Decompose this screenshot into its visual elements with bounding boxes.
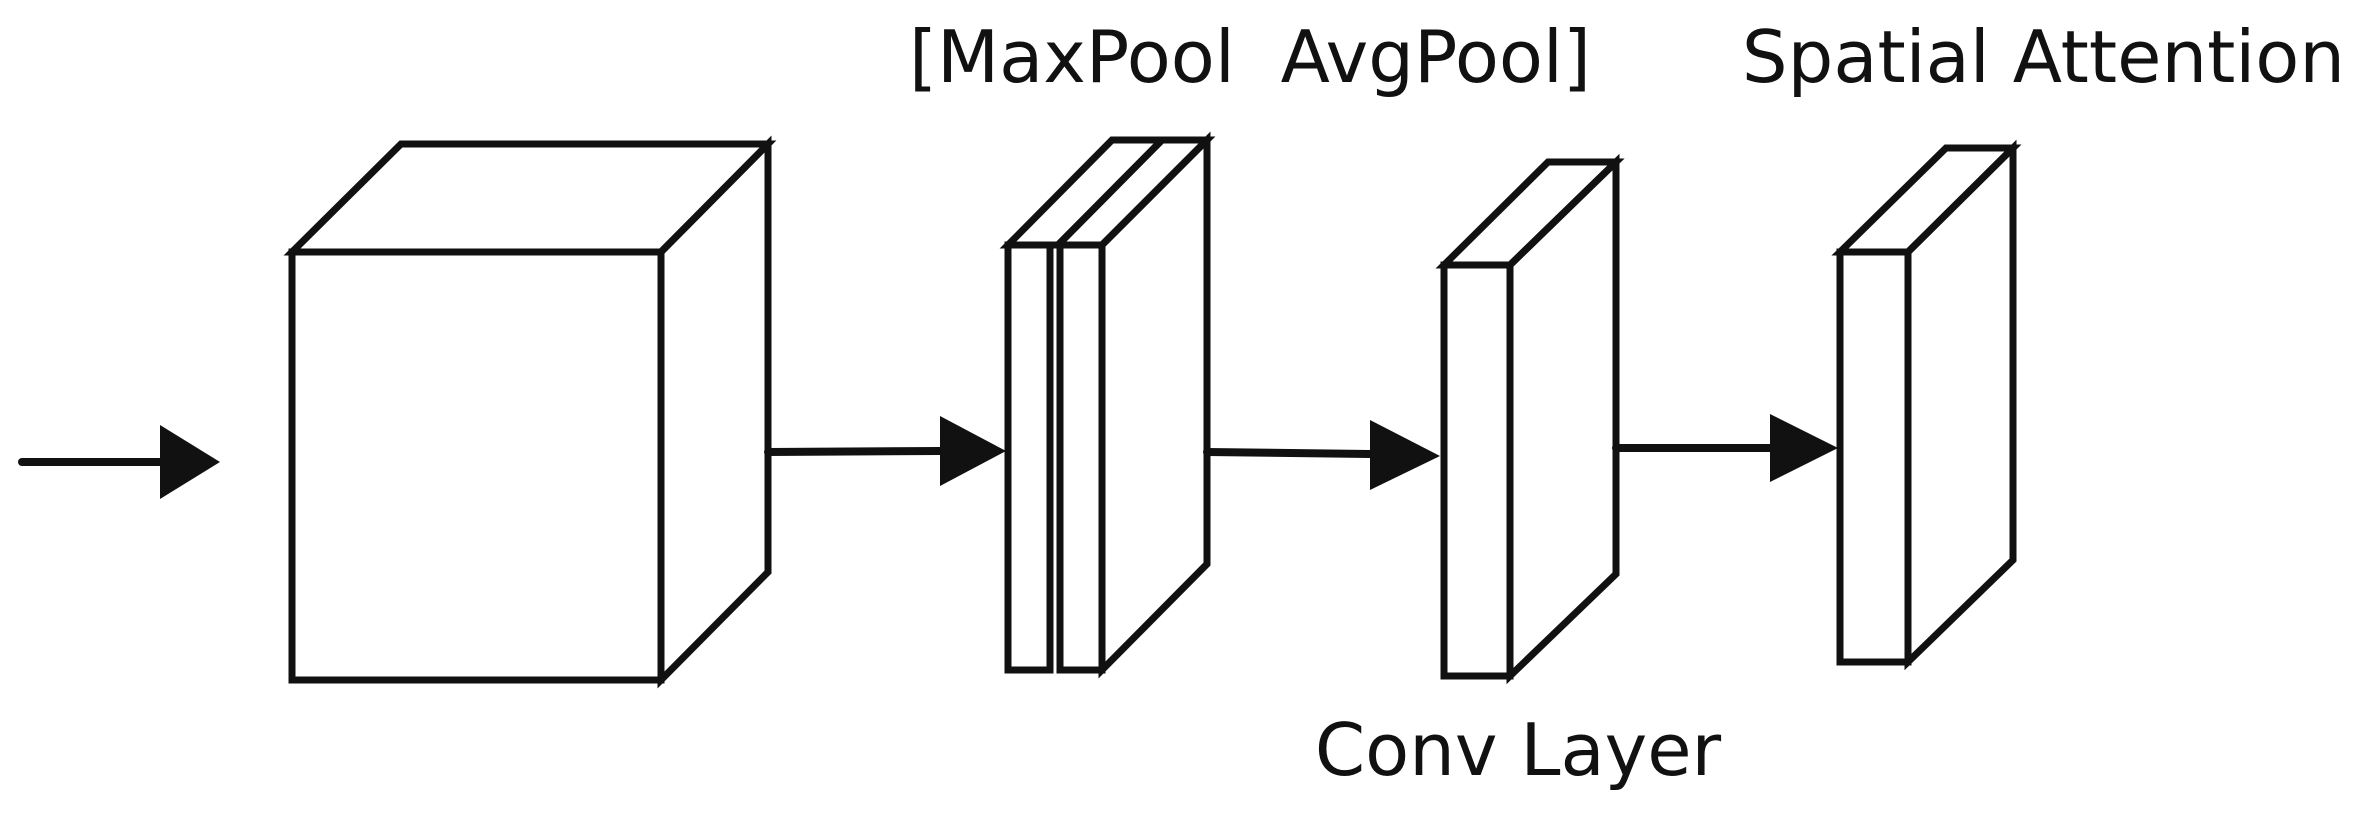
arrow-to-conv [1203, 420, 1440, 490]
arrow-to-pooling [764, 416, 1006, 486]
input-arrow [18, 425, 220, 499]
conv-layer-label: Conv Layer [1315, 708, 1722, 792]
pool-side-face [1098, 131, 1211, 679]
pooling-label: [MaxPool AvgPool] [909, 15, 1591, 99]
avgpool-slab [1049, 136, 1216, 674]
pooling-block [999, 131, 1216, 679]
conv-layer-block [1435, 153, 1625, 685]
arrow-to-attention [1612, 414, 1838, 482]
spatial-attention-label: Spatial Attention [1742, 15, 2345, 99]
spatial-attention-block [1831, 139, 2022, 671]
input-feature-map [283, 135, 777, 689]
